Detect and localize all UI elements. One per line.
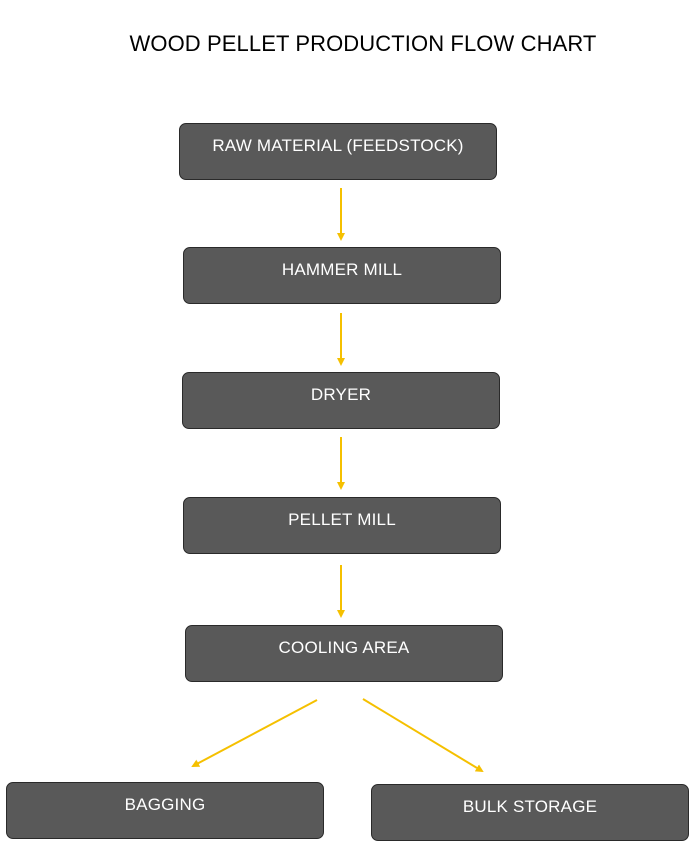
diagram-title: WOOD PELLET PRODUCTION FLOW CHART	[129, 31, 597, 56]
node-cooling-area: COOLING AREA	[185, 625, 503, 682]
node-raw-material: RAW MATERIAL (FEEDSTOCK)	[179, 123, 497, 180]
node-label: HAMMER MILL	[281, 260, 403, 279]
arrow-cooling-to-bulk-storage	[362, 698, 484, 773]
node-label: BULK STORAGE	[462, 797, 598, 816]
arrow-cooling-to-bagging	[191, 699, 318, 767]
node-bulk-storage: BULK STORAGE	[371, 784, 689, 841]
node-label: PELLET MILL	[288, 510, 396, 529]
node-pellet-mill: PELLET MILL	[183, 497, 501, 554]
node-label: RAW MATERIAL (FEEDSTOCK)	[212, 136, 464, 155]
node-label: COOLING AREA	[278, 638, 410, 657]
node-bagging: BAGGING	[6, 782, 324, 839]
node-label: BAGGING	[124, 795, 206, 814]
node-hammer-mill: HAMMER MILL	[183, 247, 501, 304]
node-label: DRYER	[310, 385, 372, 404]
node-dryer: DRYER	[182, 372, 500, 429]
